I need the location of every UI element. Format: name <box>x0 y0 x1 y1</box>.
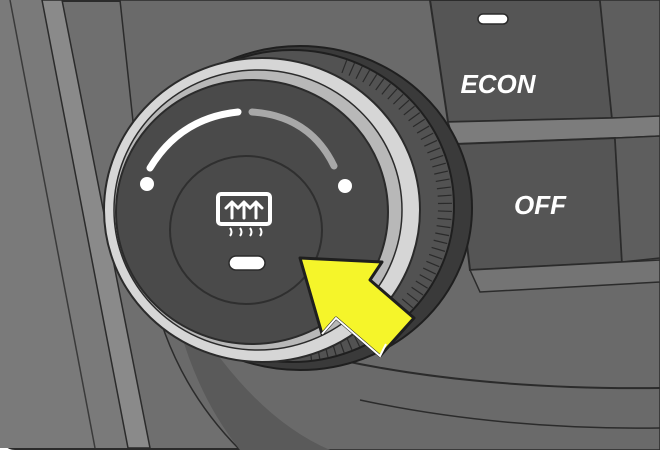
knurl-tick <box>381 83 391 95</box>
econ-button[interactable] <box>428 0 614 124</box>
econ-indicator-led <box>477 13 509 25</box>
left-trim-edge <box>41 0 151 449</box>
knurl-tick <box>401 298 414 309</box>
knob-dot-right <box>338 179 352 193</box>
knurl-tick <box>355 66 363 79</box>
knurl-tick <box>427 147 441 154</box>
knurl-tick <box>434 170 449 175</box>
knurl-tick <box>431 246 446 252</box>
knurl-tick <box>435 178 450 182</box>
knob-center-ring <box>169 155 323 305</box>
knurl-tick <box>362 69 371 83</box>
knurl-tick <box>437 194 452 197</box>
defrost-indicator-led <box>228 255 266 271</box>
knob-dot-left <box>140 177 154 191</box>
knurl-tick <box>368 74 378 87</box>
knurl-tick <box>392 93 404 105</box>
knurl-tick <box>411 286 424 296</box>
knurl-tick <box>353 334 361 347</box>
lower-panel-lip-2 <box>359 399 660 429</box>
knurl-tick <box>428 253 443 260</box>
knurl-tick <box>341 59 348 74</box>
knurl-tick <box>436 225 451 229</box>
knurl-tick <box>426 260 440 268</box>
lower-panel-lip <box>339 359 660 390</box>
knob-arc-left <box>146 108 242 172</box>
knurl-tick <box>415 280 428 289</box>
knurl-tick <box>419 274 433 282</box>
off-label: OFF <box>514 190 567 220</box>
lower-panel-ridge <box>468 259 660 293</box>
knurl-tick <box>435 232 450 237</box>
lower-panel-shade <box>180 330 330 450</box>
knurl-tick <box>387 88 398 100</box>
knob-arc-right <box>248 108 338 170</box>
left-trim-line <box>9 0 96 449</box>
rear-defrost-icon <box>216 192 272 237</box>
econ-label: ECON <box>460 69 536 99</box>
knurl-tick <box>375 78 385 91</box>
left-trim-panel <box>0 0 140 448</box>
knurl-tick <box>416 125 430 134</box>
knurl-tick <box>412 118 425 128</box>
knurl-tick <box>408 112 421 122</box>
knurl-tick <box>348 62 356 76</box>
knurl-tick <box>398 99 410 110</box>
knurl-tick <box>432 162 446 168</box>
knurl-tick <box>422 267 437 275</box>
knurl-tick <box>346 337 353 351</box>
knurl-tick <box>424 139 438 147</box>
knurl-tick <box>436 186 451 190</box>
knurl-tick <box>429 154 444 161</box>
knurl-tick <box>406 292 419 303</box>
off-button-right-edge <box>614 135 660 263</box>
knurl-tick <box>420 132 434 141</box>
knurl-tick <box>433 239 448 245</box>
knurl-tick <box>403 105 415 116</box>
arrow-pointer-shadow <box>321 316 387 358</box>
knurl-tick <box>437 217 452 221</box>
econ-button-right-edge <box>599 0 660 119</box>
